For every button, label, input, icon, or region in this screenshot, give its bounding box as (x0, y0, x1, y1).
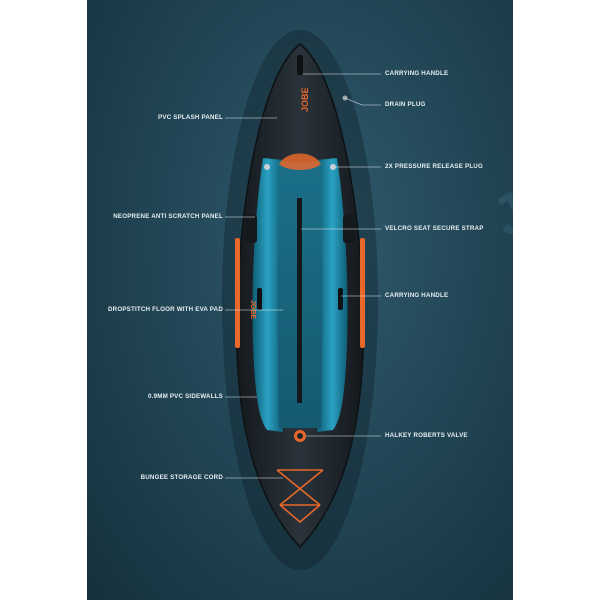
right-carrying-handle (338, 288, 343, 310)
callout-bungee-cord: BUNGEE STORAGE CORD (140, 474, 223, 481)
callout-carrying-handle-top: CARRYING HANDLE (385, 70, 449, 77)
kayak-illustration: JOBE (222, 30, 513, 570)
callout-pvc-splash-panel: PVC SPLASH PANEL (158, 114, 223, 121)
callout-halkey-valve: HALKEY ROBERTS VALVE (385, 432, 468, 439)
bow-carrying-handle (297, 55, 303, 75)
product-poster: JOBE (87, 0, 513, 600)
right-side-tube (317, 158, 348, 432)
callout-dropstitch-floor: DROPSTITCH FLOOR WITH EVA PAD (108, 306, 223, 313)
callout-neoprene-panel: NEOPRENE ANTI SCRATCH PANEL (113, 213, 223, 220)
leader-drain-plug (344, 97, 381, 106)
pressure-plug-icon (264, 164, 270, 170)
callout-sidewalls: 0.9MM PVC SIDEWALLS (148, 393, 223, 400)
callout-velcro-strap: VELCRO SEAT SECURE STRAP (385, 225, 484, 232)
callout-pressure-release-plug: 2X PRESSURE RELEASE PLUG (385, 163, 483, 170)
pressure-plug-icon (330, 164, 336, 170)
halkey-valve-center (297, 433, 303, 439)
left-carrying-handle (257, 288, 262, 310)
callout-leaders (225, 73, 381, 479)
callout-carrying-handle-side: CARRYING HANDLE (385, 292, 449, 299)
brand-logo: JOBE (300, 87, 310, 112)
bungee-cord (276, 469, 324, 524)
callout-drain-plug: DRAIN PLUG (385, 101, 426, 108)
side-brand-text: JOBE (249, 300, 256, 319)
velcro-strap (297, 198, 302, 403)
left-orange-stripe (235, 238, 240, 348)
bow-accent (279, 153, 321, 170)
left-neoprene-panel (245, 215, 257, 243)
watermark-text: JOBE (481, 118, 513, 249)
left-side-tube (252, 158, 283, 432)
right-orange-stripe (360, 238, 365, 348)
